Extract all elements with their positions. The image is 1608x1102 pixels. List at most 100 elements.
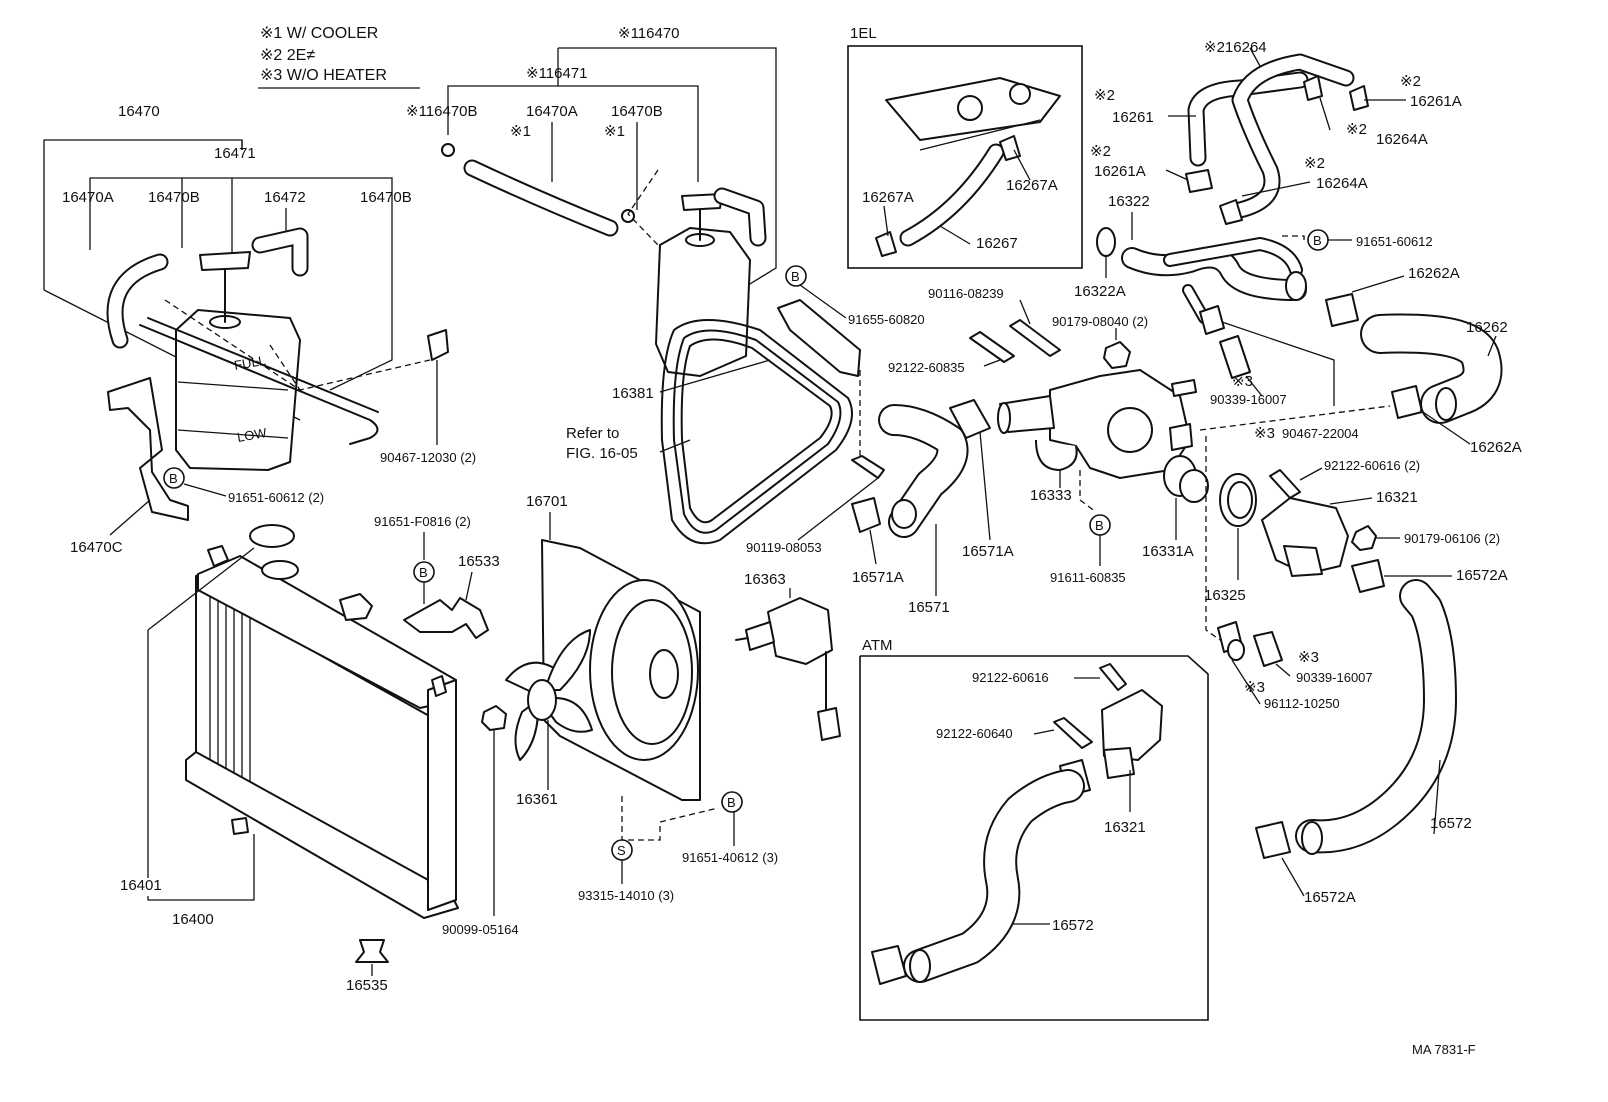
part-label: 91651-60612 (2) [228,490,324,505]
stud-icon [1053,717,1093,749]
radiator-fins [209,596,251,782]
part-label: 16267A [1006,177,1058,194]
drive-belt [660,319,853,545]
fan-motor-group: 16363 [735,571,841,741]
part-label: ※216264 [1204,39,1267,56]
note-marker: ※3 [1254,425,1275,442]
nut-90099: 90099-05164 [442,705,519,937]
clamp-icon [427,329,449,361]
part-label: 16262A [1470,439,1522,456]
part-label: 16535 [346,977,388,994]
part-label: 90467-22004 [1282,426,1359,441]
clamp-icon [1219,199,1243,225]
part-label: ※116470 [618,25,680,42]
cushion-icon [355,939,389,963]
part-label: 92122-60616 (2) [1324,458,1420,473]
reservoir-tube [139,324,379,445]
legend-note-2: ※2 2E≠ [260,47,315,64]
part-label: 16361 [516,791,558,808]
legend-note-1: ※1 W/ COOLER [260,25,378,42]
cushion-16535: 16535 [346,939,389,994]
note-marker: ※3 [1244,679,1265,696]
part-label: 90339-16007 [1296,670,1373,685]
svg-text:B: B [727,795,736,810]
marker-b [721,791,743,813]
legend: ※1 W/ COOLER ※2 2E≠ ※3 W/O HEATER [258,25,420,89]
radiator-support-bracket [403,597,489,639]
svg-text:S: S [617,843,626,858]
part-label: ※116470B [406,103,478,120]
clamp-icon [999,135,1021,161]
part-label: 16363 [744,571,786,588]
clamp-icon [871,945,907,985]
stud-icon [1099,663,1127,691]
reservoir-cap [681,193,723,211]
note-marker: ※2 [1094,87,1115,104]
part-label: 16261A [1094,163,1146,180]
clamp-icon [949,399,991,439]
part-label: 16470B [148,189,200,206]
water-pipe-group: 16322A 16322 B 91651-60612 16262A 16262 … [1074,193,1522,456]
part-label: 90099-05164 [442,922,519,937]
part-label: 91651-60612 [1356,234,1433,249]
nut-icon [1351,525,1377,551]
inset-atm: ATM 92122-60616 92122-60640 16321 16572 [859,637,1209,1021]
inset-1el: 1EL 16267A 16267A 16267 [847,25,1083,269]
part-label: 16264A [1316,175,1368,192]
part-label: 16572A [1456,567,1508,584]
part-label: 16262A [1408,265,1460,282]
reservoir-group-left: FULL LOW 16470 16471 16470A 16470B 16472… [43,103,476,556]
part-label: 16470A [62,189,114,206]
leader-line [558,47,777,291]
drain-cock [231,817,249,835]
part-label: 90339-16007 [1210,392,1287,407]
svg-text:B: B [419,565,428,580]
leader-line [89,177,393,391]
part-label: 16321 [1376,489,1418,506]
refer-text: FIG. 16-05 [566,445,638,462]
inset-frame [847,45,1083,269]
part-label: 16322 [1108,193,1150,210]
clamp-icon [1303,75,1323,101]
part-label: 16470 [118,103,160,120]
part-label: 16572 [1430,815,1472,832]
nut-icon [1103,341,1131,369]
nut-icon [481,705,507,731]
svg-text:LOW: LOW [236,425,268,445]
clamp-icon [621,209,635,223]
part-label: 90179-06106 (2) [1404,531,1500,546]
part-label: 16533 [458,553,500,570]
part-label: 92122-60640 [936,726,1013,741]
reservoir-tank [175,309,301,471]
legend-note-3: ※3 W/O HEATER [260,67,387,84]
water-inlet [1261,497,1349,575]
clamp-icon [441,143,455,157]
note-marker: ※2 [1090,143,1111,160]
marker-b [163,467,185,489]
part-label: 93315-14010 (3) [578,888,674,903]
note-marker: ※2 [1400,73,1421,90]
clamp-icon [851,497,881,533]
part-label: 90119-08053 [746,540,822,555]
part-label: 16572A [1304,889,1356,906]
radiator-inlet-pipe [339,593,373,621]
clamp-icon [1185,169,1213,193]
inset-title: 1EL [850,25,877,42]
belt-bracket [777,299,861,377]
fan-motor [767,597,833,665]
part-label: 92122-60835 [888,360,965,375]
bolt-icon [851,455,885,479]
note-marker: ※2 [1346,121,1367,138]
part-label: 16267A [862,189,914,206]
part-label: 91655-60820 [848,312,925,327]
gasket [1227,639,1245,661]
lower-right-hose-group: 16572A 16572 ※3 90339-16007 ※3 96112-102… [1205,436,1472,906]
note-marker: ※3 [1298,649,1319,666]
clamp-icon [875,231,897,257]
part-label: 16321 [1104,819,1146,836]
plug-icon [1219,335,1251,379]
part-label: 90467-12030 (2) [380,450,476,465]
part-label: 92122-60616 [972,670,1049,685]
fan-hub [527,679,557,721]
part-label: 90179-08040 (2) [1052,314,1148,329]
